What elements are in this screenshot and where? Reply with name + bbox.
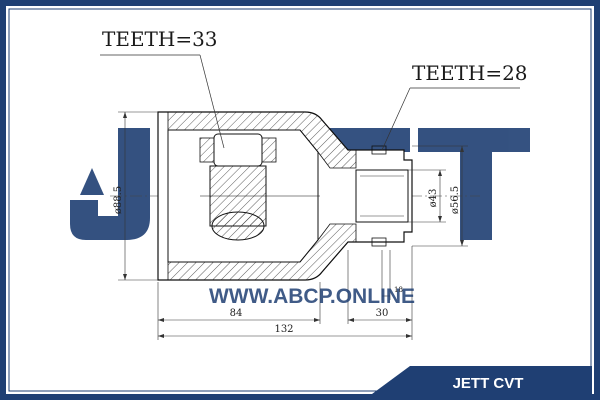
dim-length-84: 84 <box>230 308 243 319</box>
dim-length-small: 18 <box>394 286 403 294</box>
dim-flange-diameter: ø56.5 <box>450 186 461 214</box>
dim-shaft-diameter: ø43 <box>428 189 439 208</box>
teeth-right-label: TEETH=28 <box>412 61 528 85</box>
callout-leaders <box>100 54 520 151</box>
dimension-lines <box>118 111 468 340</box>
footer-banner: JETT CVT <box>372 366 592 394</box>
dim-outer-diameter: ø88.5 <box>113 186 124 214</box>
footer-label: JETT CVT <box>453 375 524 392</box>
dimension-arrows <box>123 112 464 338</box>
teeth-left-label: TEETH=33 <box>102 27 218 51</box>
dim-length-30: 30 <box>376 308 389 319</box>
watermark-site-text: WWW.ABCP.ONLINE <box>209 285 415 308</box>
tripod-spider <box>199 133 320 241</box>
dim-length-132: 132 <box>274 324 293 335</box>
